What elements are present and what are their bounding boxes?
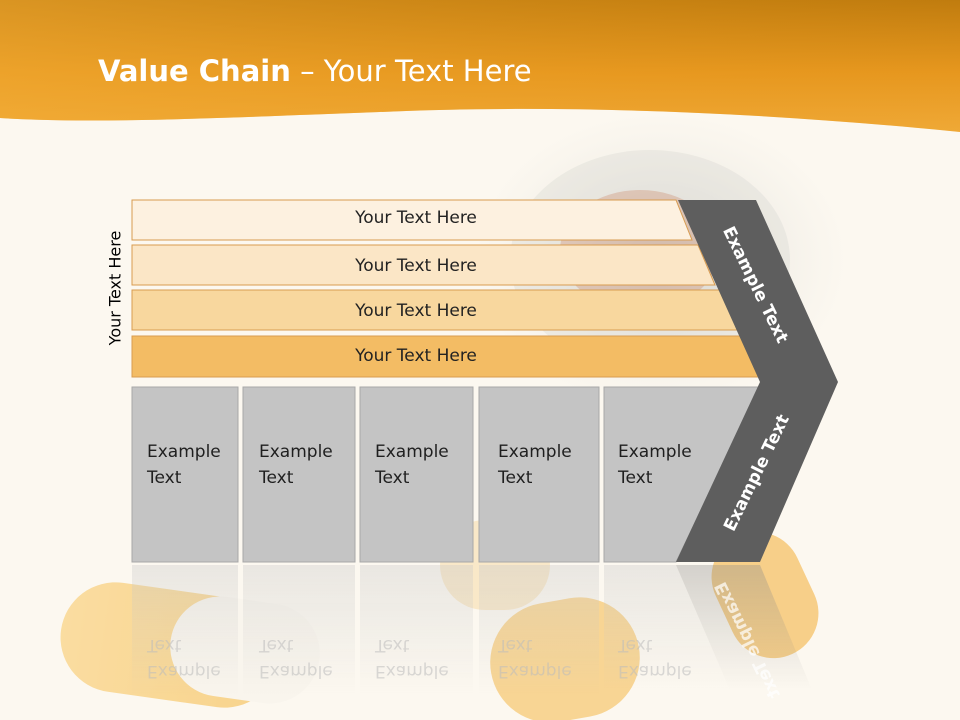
box-3-reflection: Example Text — [375, 632, 449, 684]
box-3-line1: Example — [375, 442, 449, 462]
box-2-refl-line2: Text — [259, 635, 294, 655]
box-1-line1: Example — [147, 442, 221, 462]
row-label-3: Your Text Here — [355, 301, 477, 321]
row-label-1: Your Text Here — [355, 208, 477, 228]
slide-title: Value Chain – Your Text Here — [98, 54, 532, 88]
row-label-2: Your Text Here — [355, 256, 477, 276]
box-5-refl-line2: Text — [618, 635, 653, 655]
box-5-line2: Text — [618, 468, 653, 488]
box-5-line1: Example — [618, 442, 692, 462]
row-label-4: Your Text Here — [355, 346, 477, 366]
box-3-refl-line2: Text — [375, 635, 410, 655]
box-2-reflection: Example Text — [259, 632, 333, 684]
box-2-line2: Text — [259, 468, 294, 488]
box-5-refl-line1: Example — [618, 661, 692, 681]
side-label: Your Text Here — [105, 230, 125, 346]
box-1-refl-line2: Text — [147, 635, 182, 655]
box-4-line1: Example — [498, 442, 572, 462]
box-4-reflection: Example Text — [498, 632, 572, 684]
box-5-reflection: Example Text — [618, 632, 692, 684]
box-4-line2: Text — [498, 468, 533, 488]
box-3-refl-line1: Example — [375, 661, 449, 681]
title-bold: Value Chain — [98, 54, 291, 88]
box-3-line2: Text — [375, 468, 410, 488]
box-1-reflection: Example Text — [147, 632, 221, 684]
box-1-refl-line1: Example — [147, 661, 221, 681]
box-4-refl-line2: Text — [498, 635, 533, 655]
box-4-refl-line1: Example — [498, 661, 572, 681]
box-2-line1: Example — [259, 442, 333, 462]
title-rest: – Your Text Here — [290, 54, 532, 88]
box-1-line2: Text — [147, 468, 182, 488]
box-2-refl-line1: Example — [259, 661, 333, 681]
